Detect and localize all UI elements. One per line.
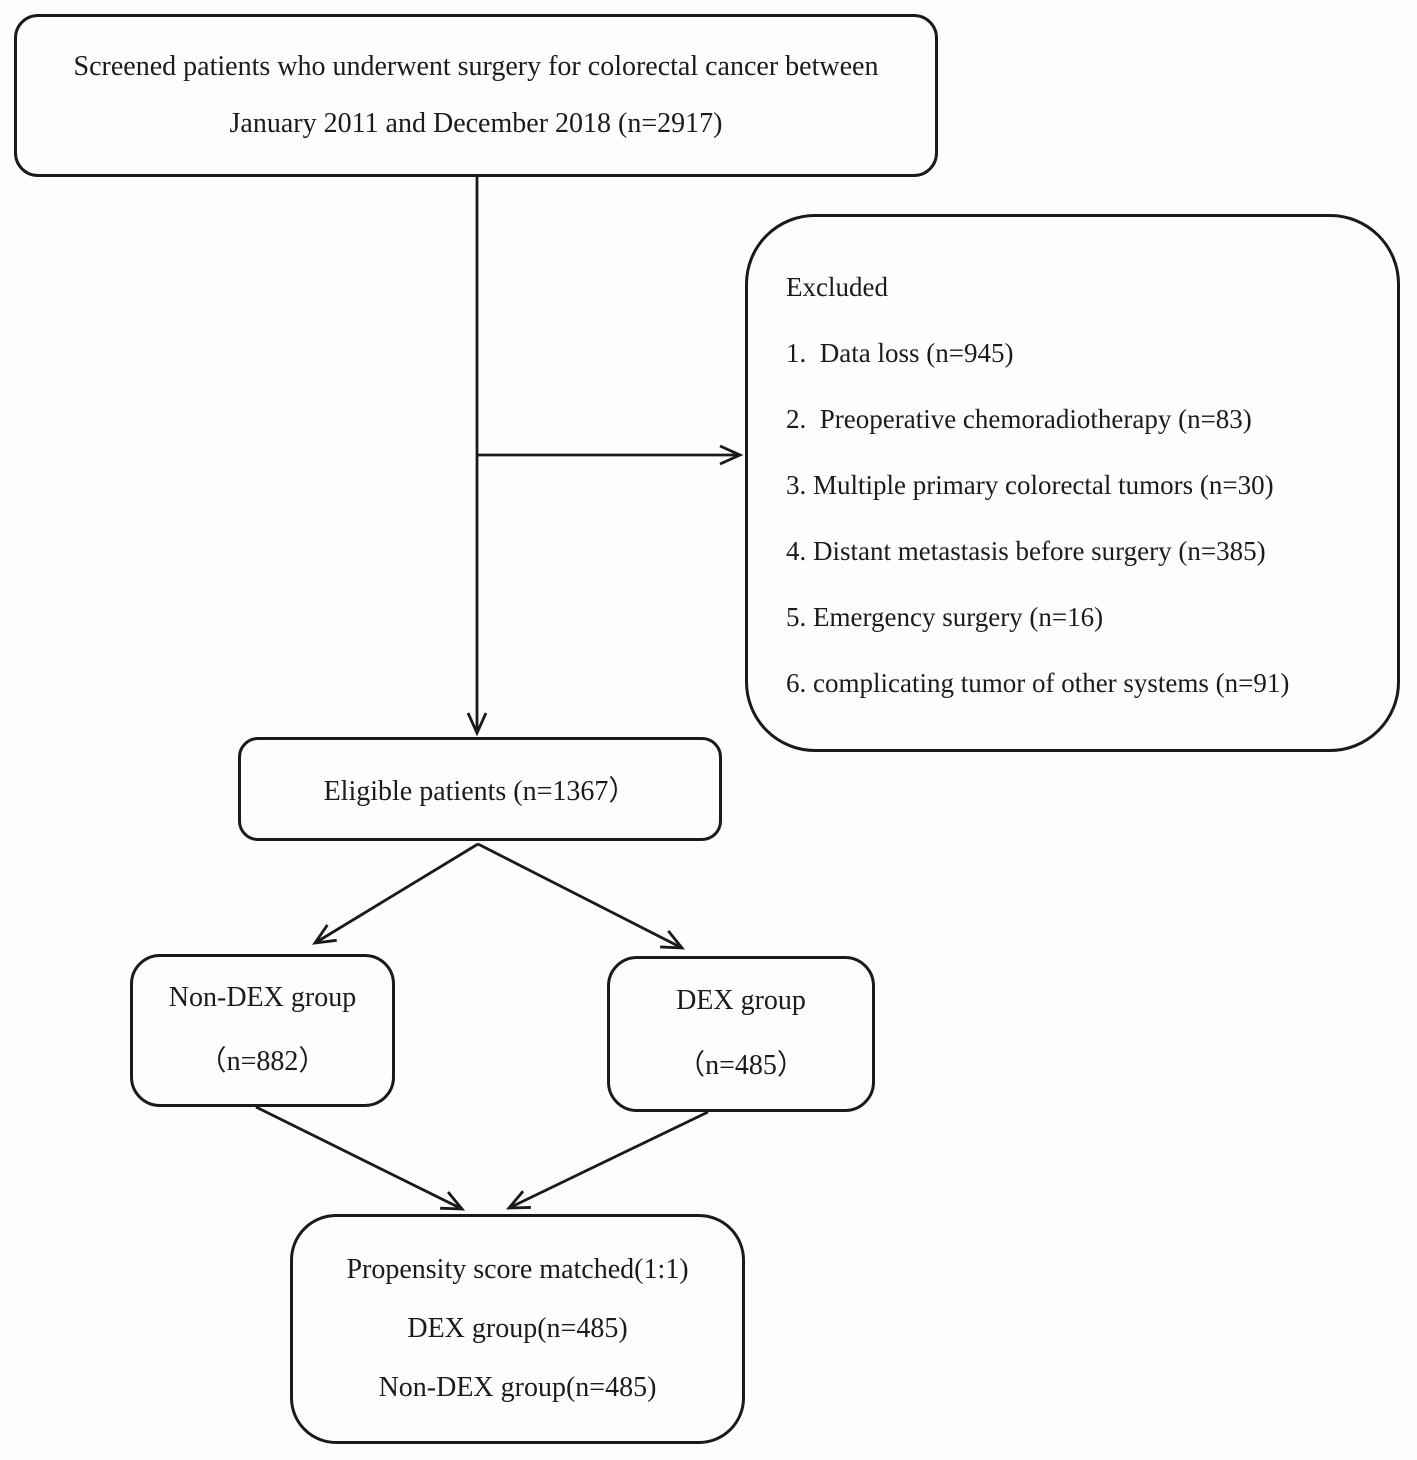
arrow-nondex-to-matched bbox=[255, 1105, 466, 1211]
matched-line3: Non-DEX group(n=485) bbox=[378, 1372, 657, 1403]
arrow-dex-to-matched bbox=[505, 1110, 709, 1210]
excluded-item-2: 2. Preoperative chemoradiotherapy (n=83) bbox=[786, 404, 1252, 434]
eligible-label: Eligible patients (n=1367） bbox=[323, 776, 637, 807]
propensity-matched-box: Propensity score matched(1:1) DEX group(… bbox=[290, 1214, 745, 1444]
dex-count: （n=485） bbox=[677, 1050, 805, 1081]
eligible-patients-box: Eligible patients (n=1367） bbox=[238, 737, 722, 841]
arrow-eligible-to-nondex bbox=[312, 842, 479, 945]
non-dex-label: Non-DEX group bbox=[168, 982, 357, 1013]
dex-label: DEX group bbox=[676, 985, 806, 1016]
matched-line1: Propensity score matched(1:1) bbox=[346, 1254, 689, 1285]
excluded-item-1: 1. Data loss (n=945) bbox=[786, 338, 1014, 368]
arrow-eligible-to-dex bbox=[477, 842, 686, 950]
excluded-item-3: 3. Multiple primary colorectal tumors (n… bbox=[786, 470, 1274, 500]
dex-group-box: DEX group （n=485） bbox=[607, 956, 875, 1112]
excluded-item-6: 6. complicating tumor of other systems (… bbox=[786, 668, 1290, 698]
excluded-title: Excluded bbox=[786, 272, 888, 302]
excluded-item-5: 5. Emergency surgery (n=16) bbox=[786, 602, 1104, 632]
excluded-item-4: 4. Distant metastasis before surgery (n=… bbox=[786, 536, 1266, 566]
non-dex-count: （n=882） bbox=[198, 1046, 327, 1077]
screened-patients-box: Screened patients who underwent surgery … bbox=[14, 14, 938, 177]
non-dex-group-box: Non-DEX group （n=882） bbox=[130, 954, 395, 1107]
screened-line2: January 2011 and December 2018 (n=2917) bbox=[229, 108, 723, 140]
screened-line1: Screened patients who underwent surgery … bbox=[73, 50, 879, 82]
excluded-box: Excluded 1. Data loss (n=945) 2. Preoper… bbox=[745, 214, 1400, 752]
matched-line2: DEX group(n=485) bbox=[407, 1313, 628, 1344]
